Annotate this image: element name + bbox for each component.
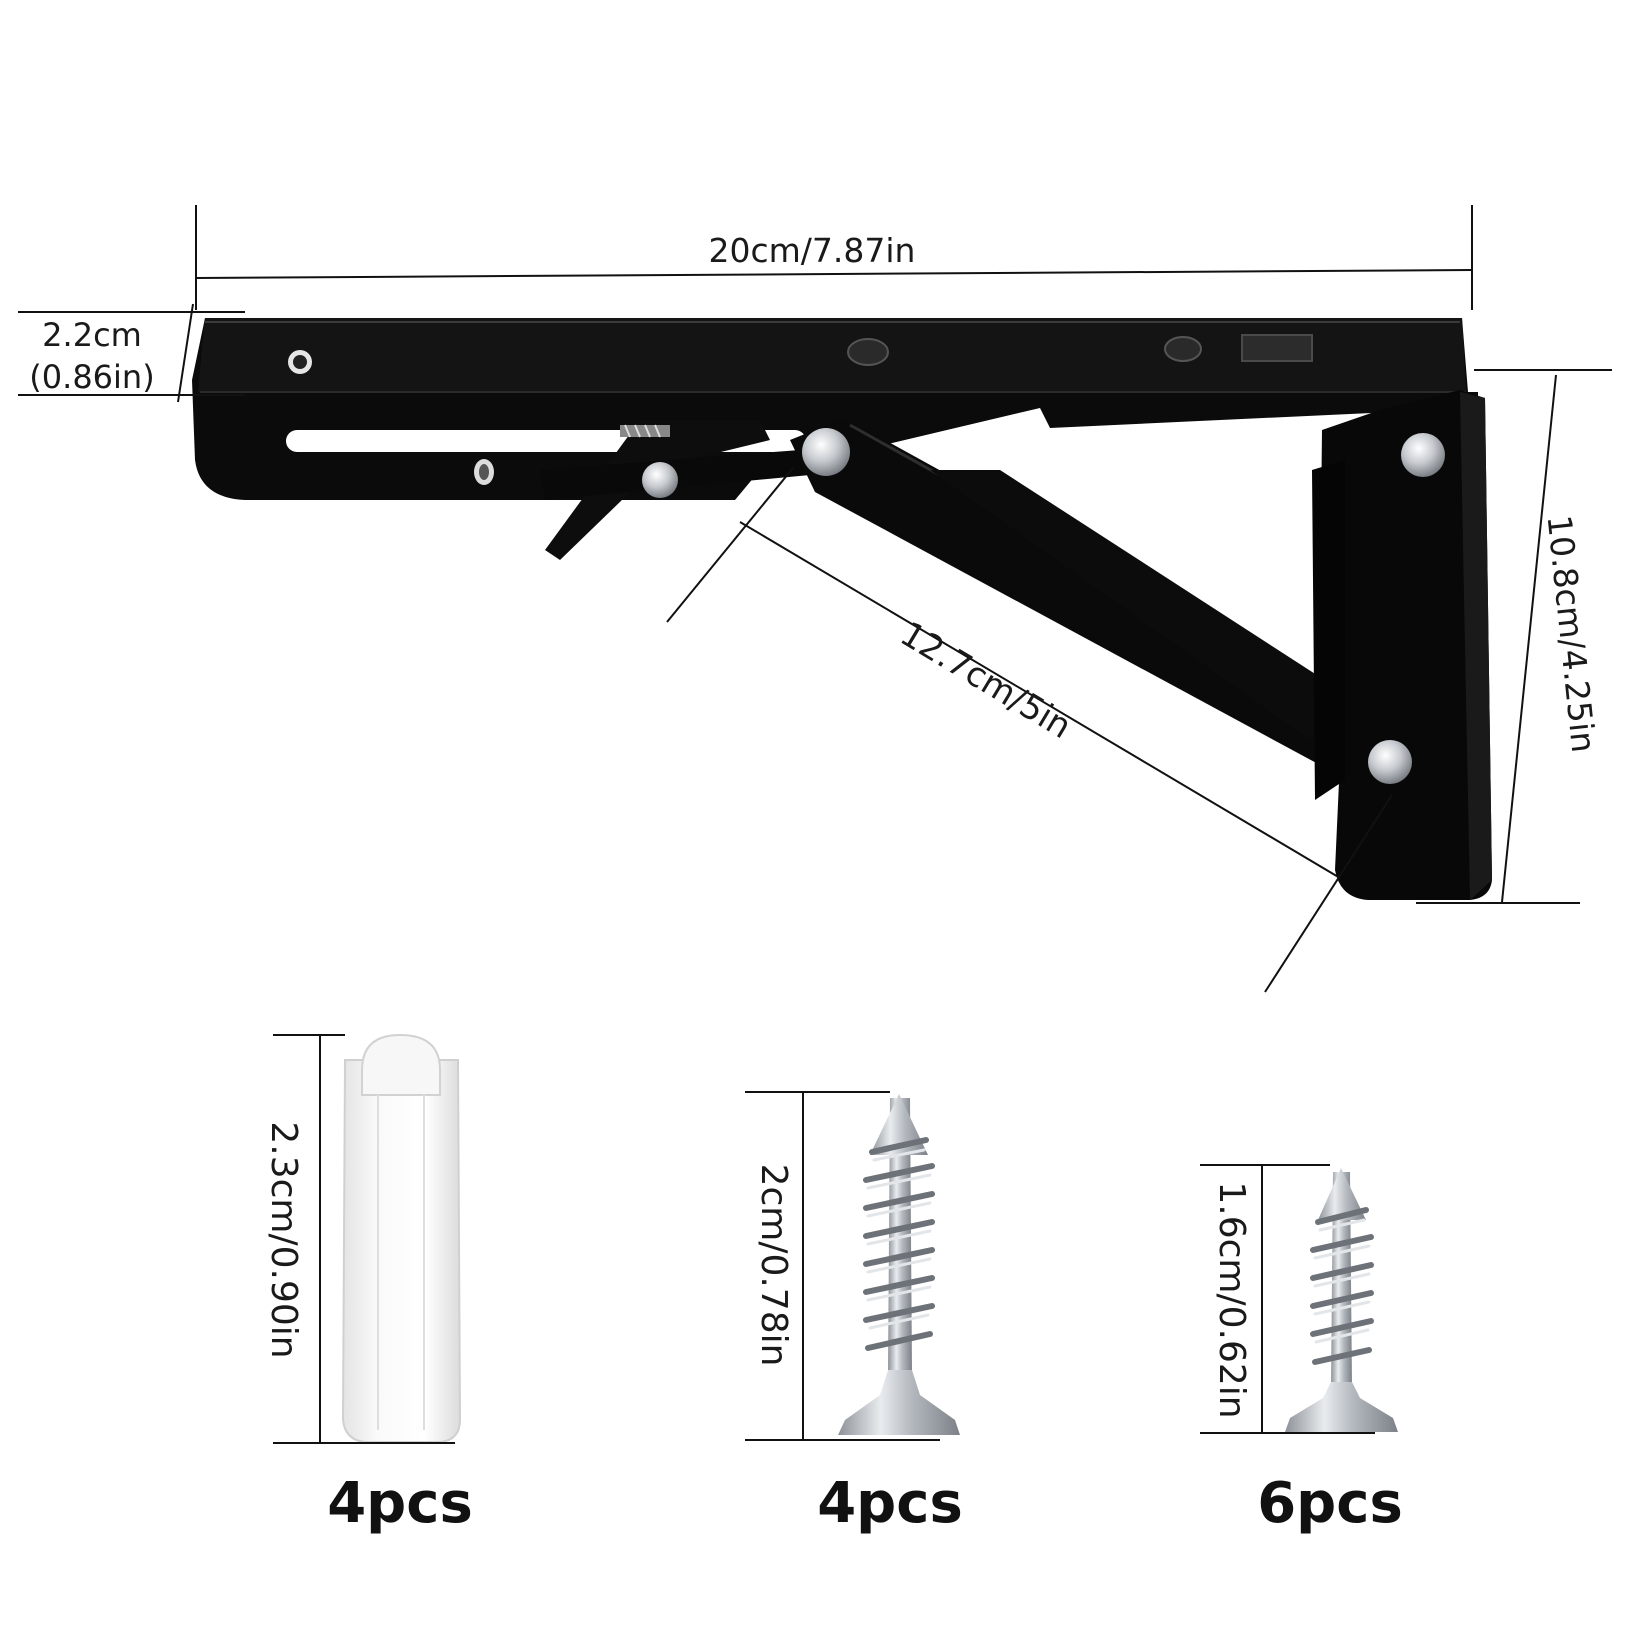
small-screw [1285, 1168, 1398, 1432]
large-screw-quantity: 4pcs [817, 1471, 963, 1536]
rivet [642, 462, 678, 498]
small-screw-dimension [1200, 1164, 1375, 1434]
vertical-leg [1318, 390, 1492, 900]
large-screw [838, 1094, 960, 1435]
wall-anchor [341, 1033, 462, 1443]
thickness-label-cm: 2.2cm [42, 316, 142, 354]
anchor-size-label: 2.3cm/0.90in [263, 1121, 304, 1358]
anchor-quantity: 4pcs [327, 1471, 473, 1536]
rivet [1368, 740, 1412, 784]
release-slot [1241, 334, 1313, 362]
thickness-label-in: (0.86in) [29, 358, 154, 396]
brace-dimension [666, 467, 1393, 993]
large-screw-dimension [745, 1091, 940, 1441]
mount-hole [1164, 336, 1202, 362]
spring [620, 424, 670, 438]
height-dimension [1416, 369, 1612, 904]
large-screw-size-label: 2cm/0.78in [753, 1164, 794, 1367]
height-label: 10.8cm/4.25in [1540, 513, 1604, 754]
length-label: 20cm/7.87in [709, 231, 916, 270]
thickness-dimension [18, 303, 245, 403]
mount-hole [847, 338, 889, 366]
small-screw-quantity: 6pcs [1257, 1471, 1403, 1536]
brace-label: 12.7cm/5in [893, 614, 1078, 747]
folding-bracket [192, 318, 1492, 900]
bracket-top-face [198, 318, 1466, 392]
rivet [802, 428, 850, 476]
length-dimension [195, 205, 1473, 310]
rivet [1401, 433, 1445, 477]
anchor-dimension [273, 1034, 455, 1444]
small-screw-size-label: 1.6cm/0.62in [1211, 1181, 1252, 1418]
